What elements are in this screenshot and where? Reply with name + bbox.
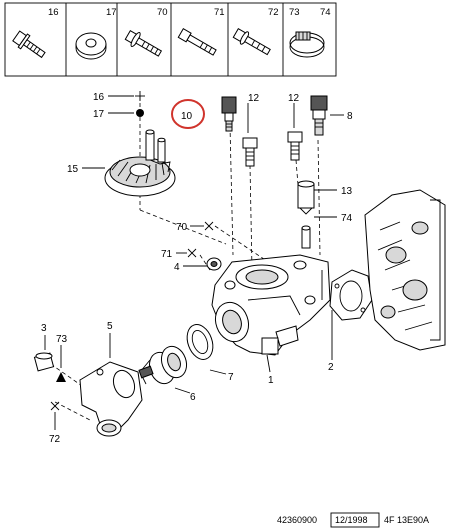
callout-10: 10 (181, 111, 193, 122)
bolt-71-icon (177, 27, 217, 56)
parts-header: 16 17 70 71 72 73 74 (4, 2, 337, 77)
sleeve-13 (297, 180, 315, 215)
header-cell-74: 74 (320, 7, 331, 18)
callout-2: 2 (328, 362, 334, 373)
callout-4: 4 (174, 262, 180, 273)
seal-4 (206, 257, 222, 271)
hose-clamp-icon (289, 31, 325, 58)
callout-6: 6 (190, 392, 196, 403)
callout-70: 70 (176, 222, 188, 233)
callouts: 16 17 15 10 12 12 8 13 74 70 71 4 3 73 5… (41, 92, 353, 445)
washer-17-icon (75, 32, 107, 60)
engine-block (364, 189, 446, 351)
callout-3: 3 (41, 323, 47, 334)
fastener-16-cross (135, 91, 145, 101)
sensor-8 (310, 95, 328, 136)
callout-7: 7 (228, 372, 234, 383)
housing-1 (211, 254, 331, 356)
bolt-16-icon (12, 30, 46, 59)
callout-1: 1 (268, 375, 274, 386)
callout-15: 15 (67, 164, 79, 175)
callout-72: 72 (49, 434, 61, 445)
callout-8: 8 (347, 111, 353, 122)
bolt-70-icon (124, 29, 163, 57)
fastener-70-cross (204, 221, 214, 231)
header-cell-16: 16 (48, 7, 59, 18)
header-cell-73: 73 (289, 7, 300, 18)
callout-13: 13 (341, 186, 353, 197)
callout-16: 16 (93, 92, 105, 103)
plug-3 (33, 352, 55, 372)
header-cell-72: 72 (268, 7, 279, 18)
header-cell-70: 70 (157, 7, 168, 18)
fastener-72-cross (50, 401, 60, 411)
oring-7 (186, 324, 214, 360)
callout-12-left: 12 (248, 93, 260, 104)
pin-74 (301, 225, 311, 249)
footer-date: 12/1998 (335, 515, 368, 525)
callout-71: 71 (161, 249, 173, 260)
fastener-71-cross (187, 248, 197, 258)
footer-ref: 42360900 (277, 515, 317, 525)
outlet-5 (79, 361, 143, 437)
gasket-2 (329, 269, 373, 321)
callout-74: 74 (341, 213, 353, 224)
sensor-10 (221, 96, 237, 132)
callout-12-right: 12 (288, 93, 300, 104)
fastener-17-dot (136, 109, 144, 117)
bolt-12-right (287, 131, 303, 161)
footer-code: 4F 13E90A (384, 515, 429, 525)
pump-cover-15 (104, 129, 176, 197)
highlight-circle (171, 99, 205, 129)
bolt-12-left (242, 137, 258, 167)
bolt-72-icon (232, 27, 271, 56)
callout-17: 17 (93, 109, 105, 120)
callout-73: 73 (56, 334, 68, 345)
marker-73-triangle (56, 372, 66, 382)
header-cell-17: 17 (106, 7, 117, 18)
callout-5: 5 (107, 321, 113, 332)
footer: 42360900 12/1998 4F 13E90A (277, 512, 429, 528)
thermostat-6 (138, 345, 188, 385)
header-cell-71: 71 (214, 7, 225, 18)
